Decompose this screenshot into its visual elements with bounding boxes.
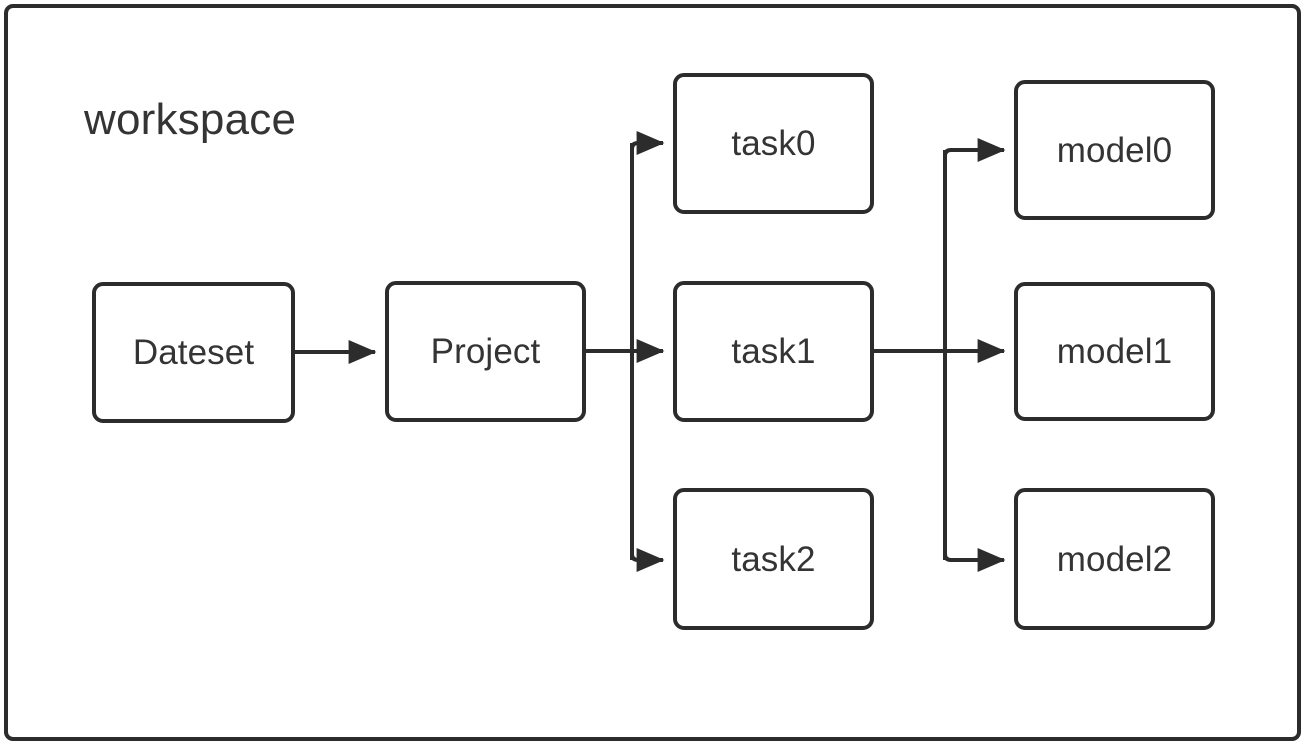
- node-task0[interactable]: task0: [673, 73, 874, 214]
- node-label-project: Project: [430, 332, 541, 371]
- node-model2[interactable]: model2: [1014, 488, 1215, 630]
- node-label-dateset: Dateset: [132, 333, 255, 372]
- node-model0[interactable]: model0: [1014, 80, 1215, 220]
- node-dateset[interactable]: Dateset: [92, 282, 295, 423]
- workspace-title: workspace: [84, 95, 297, 144]
- node-label-task2: task2: [731, 539, 816, 579]
- node-task2[interactable]: task2: [673, 488, 874, 630]
- node-model1[interactable]: model1: [1014, 282, 1215, 421]
- node-label-task1: task1: [731, 332, 816, 371]
- node-project[interactable]: Project: [385, 281, 586, 422]
- node-label-task0: task0: [731, 124, 816, 163]
- node-task1[interactable]: task1: [673, 281, 874, 422]
- node-label-model0: model0: [1056, 130, 1173, 170]
- node-label-model1: model1: [1056, 332, 1173, 371]
- node-label-model2: model2: [1056, 539, 1173, 579]
